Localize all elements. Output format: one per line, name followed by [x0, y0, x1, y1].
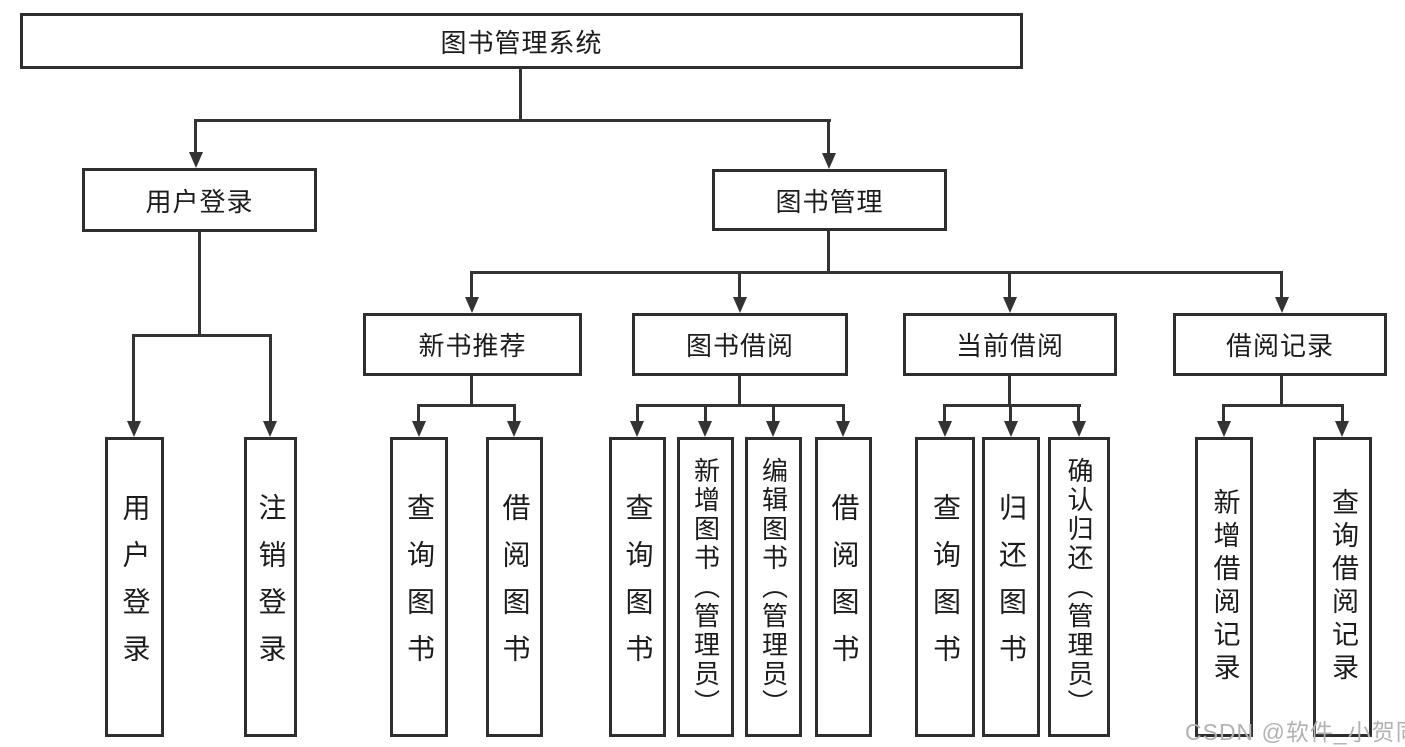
leaf-label: 归还图书 [996, 493, 1027, 681]
connector-line [470, 271, 473, 300]
connector-line [471, 271, 1283, 274]
node-current-borrow: 当前借阅 [903, 313, 1117, 376]
connector-line [636, 404, 845, 407]
connector-line [772, 404, 775, 424]
node-label: 借阅记录 [1225, 331, 1334, 361]
leaf-label: 查询图书 [930, 493, 961, 681]
connector-line [133, 334, 272, 337]
arrow-down-icon [127, 421, 141, 437]
leaf-borrow-books-1: 借阅图书 [486, 437, 543, 737]
leaf-label: 查询图书 [622, 493, 654, 681]
connector-line [269, 334, 272, 426]
leaf-label: 注销登录 [255, 493, 287, 681]
arrow-down-icon [1003, 297, 1017, 313]
leaf-query-borrow-record: 查询借阅记录 [1313, 437, 1372, 737]
connector-line [738, 374, 741, 406]
leaf-add-borrow-record: 新增借阅记录 [1195, 437, 1253, 737]
connector-line [132, 334, 135, 426]
leaf-query-books-3: 查询图书 [915, 437, 975, 737]
node-label: 图书管理 [775, 186, 884, 217]
connector-line [1009, 404, 1012, 424]
leaf-label: 借阅图书 [499, 493, 531, 681]
connector-line [738, 271, 741, 300]
arrow-down-icon [465, 297, 479, 313]
connector-line [1008, 271, 1011, 300]
node-label: 图书管理系统 [440, 27, 603, 58]
arrow-down-icon [1004, 421, 1018, 437]
node-borrow-records: 借阅记录 [1173, 313, 1387, 376]
connector-line [704, 404, 707, 424]
node-new-book-recommend: 新书推荐 [363, 313, 582, 376]
node-label: 当前借阅 [955, 331, 1064, 361]
leaf-borrow-books-2: 借阅图书 [815, 437, 872, 737]
arrow-down-icon [507, 421, 521, 437]
connector-line [1280, 375, 1283, 406]
leaf-label: 确认归还（管理员） [1064, 456, 1094, 718]
leaf-label: 查询图书 [404, 493, 435, 681]
leaf-query-books-2: 查询图书 [609, 437, 666, 737]
connector-line [943, 404, 1081, 407]
connector-line [470, 375, 473, 406]
arrow-down-icon [263, 421, 277, 437]
leaf-return-book: 归还图书 [982, 437, 1040, 737]
node-user-login: 用户登录 [82, 168, 317, 232]
leaf-confirm-return-admin: 确认归还（管理员） [1048, 437, 1110, 737]
connector-line [1280, 271, 1283, 300]
leaf-add-book-admin: 新增图书（管理员） [677, 437, 734, 737]
node-label: 用户登录 [145, 186, 254, 217]
arrow-down-icon [1072, 421, 1086, 437]
connector-line [842, 404, 845, 424]
arrow-down-icon [938, 421, 952, 437]
arrow-down-icon [836, 421, 850, 437]
connector-line [1008, 375, 1011, 406]
arrow-down-icon [1275, 297, 1289, 313]
connector-line [943, 404, 946, 424]
node-root: 图书管理系统 [20, 13, 1023, 69]
arrow-down-icon [1335, 421, 1349, 437]
connector-line [827, 119, 830, 156]
leaf-label: 用户登录 [119, 493, 151, 681]
connector-line [513, 404, 516, 424]
leaf-label: 新增图书（管理员） [690, 456, 721, 718]
arrow-down-icon [698, 421, 712, 437]
leaf-user-login: 用户登录 [105, 437, 164, 737]
leaf-label: 借阅图书 [828, 493, 860, 681]
connector-line [827, 230, 830, 273]
arrow-down-icon [733, 297, 747, 313]
watermark: CSDN @软件_小贺同学 [1185, 719, 1405, 745]
leaf-label: 查询借阅记录 [1328, 488, 1358, 686]
leaf-label: 新增借阅记录 [1209, 488, 1240, 686]
node-label: 新书推荐 [418, 331, 527, 361]
node-book-management: 图书管理 [712, 169, 947, 231]
connector-line [1341, 404, 1344, 424]
arrow-down-icon [766, 421, 780, 437]
arrow-down-icon [412, 421, 426, 437]
connector-line [1077, 404, 1080, 424]
arrow-down-icon [1217, 421, 1231, 437]
leaf-query-books-1: 查询图书 [390, 437, 448, 737]
connector-line [198, 231, 201, 336]
node-label: 图书借阅 [685, 331, 794, 361]
connector-line [519, 68, 522, 121]
connector-line [195, 119, 831, 122]
arrow-down-icon [822, 153, 836, 169]
connector-line [1222, 404, 1343, 407]
leaf-edit-book-admin: 编辑图书（管理员） [745, 437, 802, 737]
node-book-borrow: 图书借阅 [632, 313, 848, 376]
leaf-label: 编辑图书（管理员） [758, 456, 789, 718]
connector-line [417, 404, 420, 424]
leaf-logout: 注销登录 [244, 437, 297, 737]
connector-line [1222, 404, 1225, 424]
connector-line [636, 404, 639, 424]
connector-line [194, 119, 197, 156]
arrow-down-icon [630, 421, 644, 437]
arrow-down-icon [189, 152, 203, 168]
connector-line [418, 404, 516, 407]
